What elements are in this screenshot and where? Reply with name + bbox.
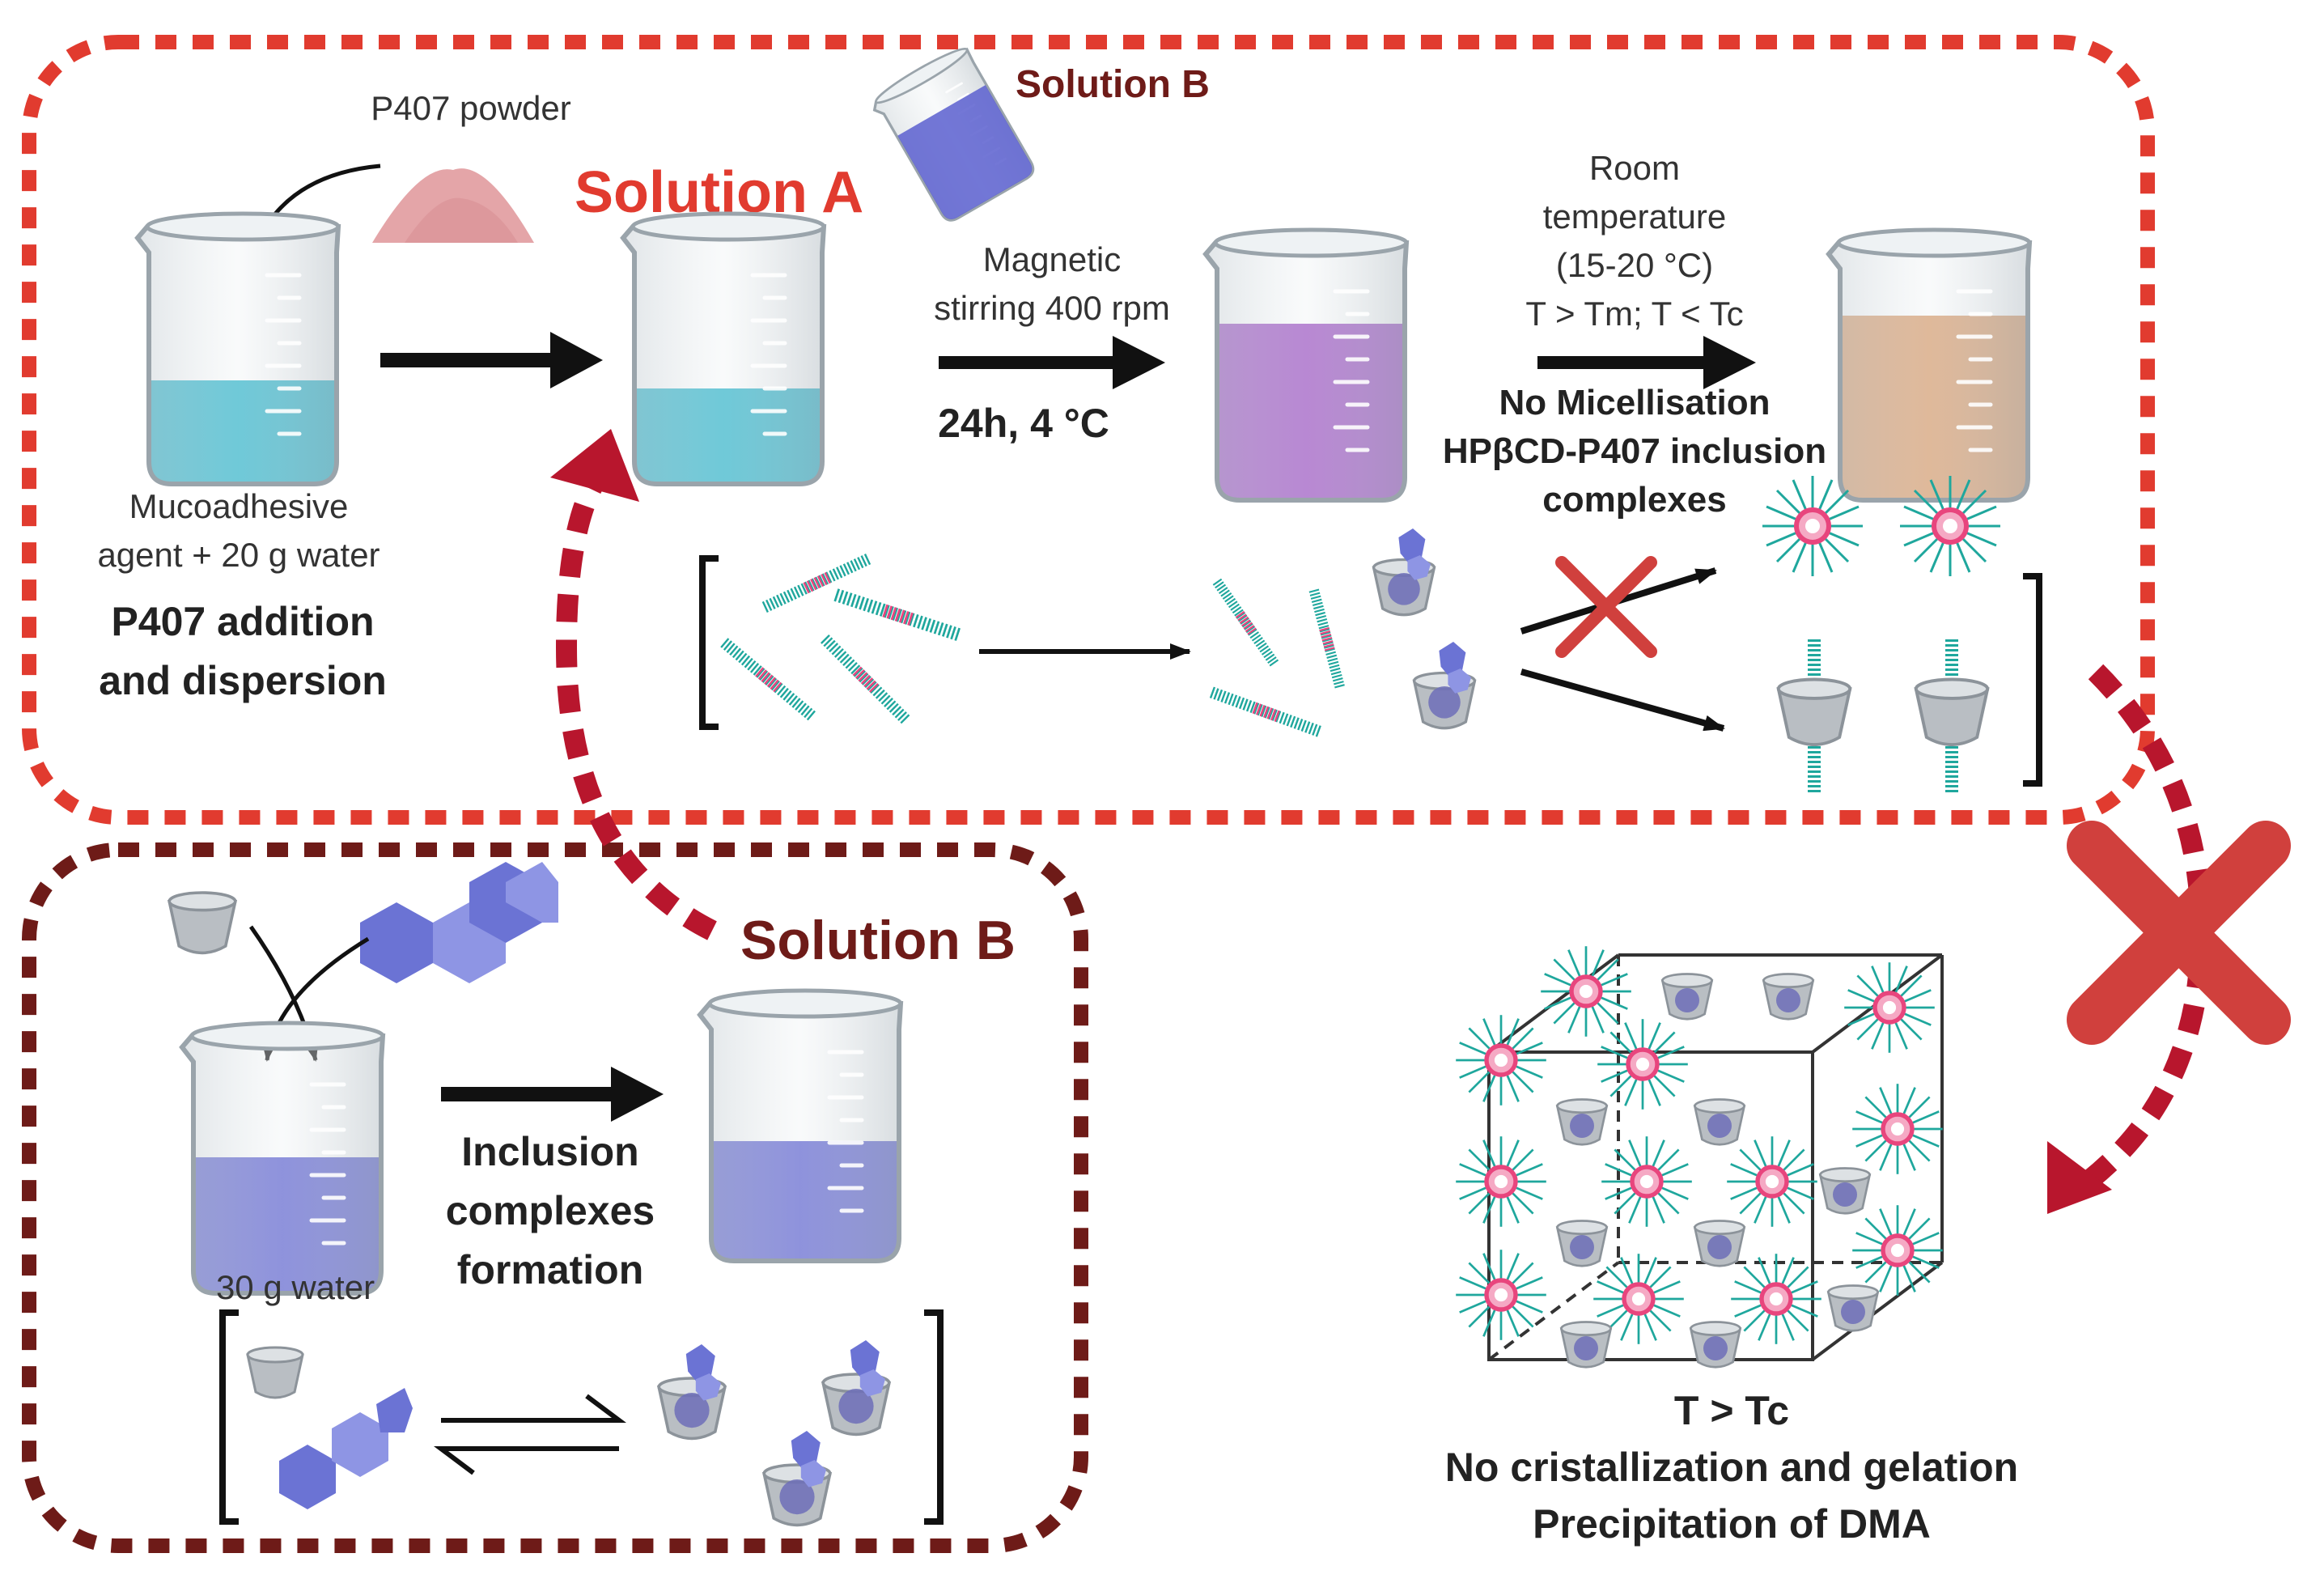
polymer-chains-free	[724, 558, 961, 721]
beaker-2-water	[623, 214, 824, 484]
step-1-title-line-1: P407 addition	[111, 599, 374, 644]
step-3-label-line-4: T > Tm; T < Tc	[1525, 295, 1743, 333]
drug-molecule-icon	[360, 862, 558, 983]
equilibrium-cup-icon	[246, 1346, 304, 1399]
cross-mark-icon	[1555, 556, 1657, 658]
step-3-label-line-3: (15-20 °C)	[1556, 246, 1713, 284]
inclusion-complex-products	[1776, 639, 1990, 793]
beaker-b1-water	[182, 1023, 383, 1293]
result-line-3: Precipitation of DMA	[1533, 1501, 1931, 1547]
step-b-title-line-3: formation	[457, 1247, 644, 1292]
beaker-4-final	[1829, 230, 2029, 500]
step-2-label-line-1: Magnetic	[983, 240, 1121, 278]
schematic-arrow-down	[1520, 668, 1725, 732]
beaker-1-caption-line-1: Mucoadhesive	[129, 487, 349, 525]
step-b-title-line-2: complexes	[446, 1188, 655, 1233]
bracket-left-a	[699, 555, 719, 730]
outcome-arrow-head	[2047, 1141, 2112, 1214]
polymer-chains-with-complex	[1211, 528, 1474, 732]
inclusion-complexes-b	[659, 1340, 889, 1525]
solution-b-frame	[22, 842, 1088, 1553]
equilibrium-arrows-icon	[434, 1394, 626, 1475]
beaker-b2-complex	[700, 991, 901, 1261]
solution-b-title: Solution B	[740, 910, 1016, 971]
step-3-label-line-2: temperature	[1543, 197, 1726, 236]
cyclodextrin-cup-icon	[168, 891, 237, 955]
process-arrow-2	[939, 336, 1165, 389]
beaker-1-caption-line-2: agent + 20 g water	[97, 536, 380, 574]
powder-label: P407 powder	[371, 89, 571, 127]
transfer-arrow-head-up	[550, 429, 639, 502]
step-3-result-line-3: complexes	[1542, 480, 1726, 520]
transfer-arrow-b-to-a	[555, 463, 717, 940]
lattice-cube-icon	[1456, 946, 1943, 1369]
powder-pile-icon	[372, 168, 534, 243]
process-arrow-1	[380, 332, 603, 388]
step-b-title-line-1: Inclusion	[461, 1129, 638, 1174]
beaker-b1-caption: 30 g water	[216, 1268, 375, 1306]
step-2-label-line-2: stirring 400 rpm	[934, 289, 1170, 327]
step-3-label-line-1: Room	[1589, 149, 1680, 187]
step-3-result-line-2: HPβCD-P407 inclusion	[1443, 431, 1826, 471]
equilibrium-drug-icon	[279, 1388, 413, 1509]
process-arrow-3	[1537, 336, 1756, 389]
process-arrow-b	[441, 1067, 664, 1122]
step-3-result-line-1: No Micellisation	[1499, 383, 1771, 422]
beaker-1-water	[138, 214, 338, 484]
large-cross-mark-icon	[2067, 821, 2291, 1045]
beaker-3-mixture	[1206, 230, 1406, 500]
bracket-right-b	[924, 1309, 944, 1525]
poured-solution-b-label: Solution B	[1016, 63, 1210, 106]
result-line-1: T > Tc	[1674, 1388, 1789, 1433]
bracket-left-b	[219, 1309, 239, 1525]
step-2-condition: 24h, 4 °C	[938, 401, 1109, 446]
step-1-title-line-2: and dispersion	[99, 658, 387, 703]
pouring-beaker-icon	[866, 41, 1040, 229]
solution-a-frame	[22, 35, 2155, 825]
bracket-right-a	[2023, 573, 2042, 787]
result-line-2: No cristallization and gelation	[1445, 1445, 2018, 1490]
